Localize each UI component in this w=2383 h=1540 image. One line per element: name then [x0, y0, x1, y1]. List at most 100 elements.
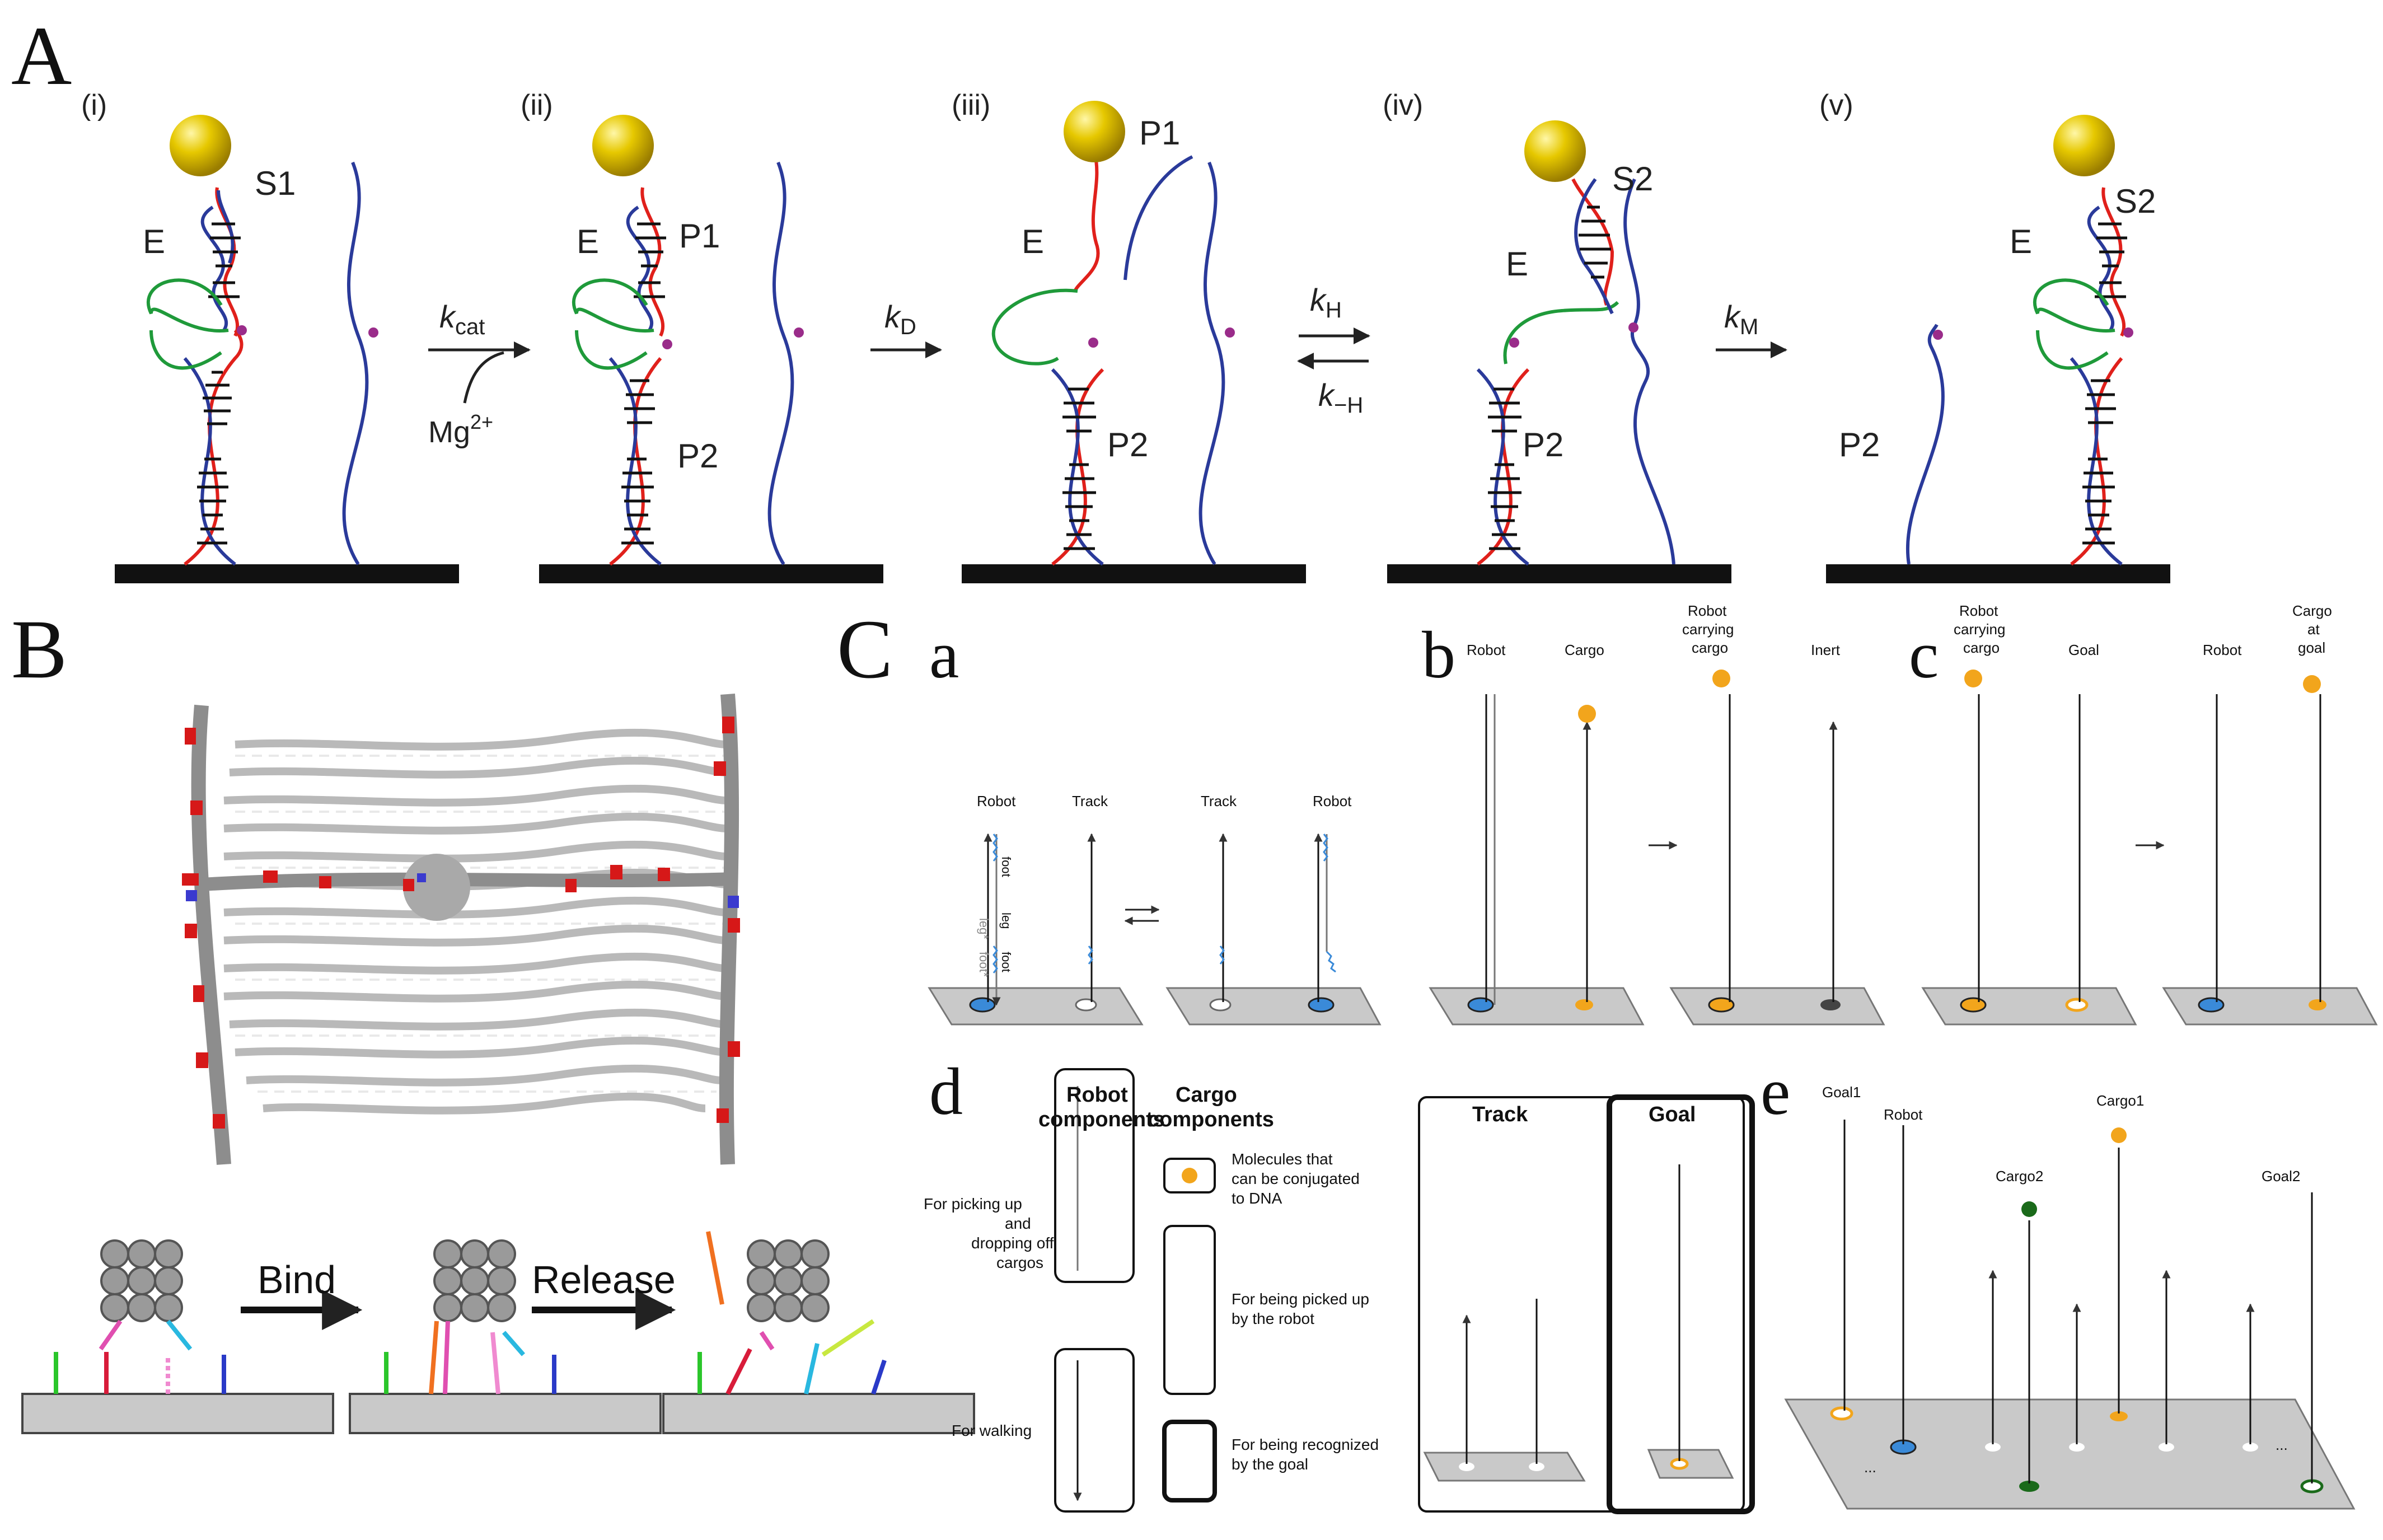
surface-iv: [1387, 564, 1731, 583]
step-ii-label: (ii): [521, 89, 553, 121]
molecules-3: to DNA: [1232, 1190, 1282, 1207]
label-s2-v: S2: [2115, 182, 2156, 220]
rate-km: kM: [1724, 299, 1758, 339]
surface-ii: [539, 564, 883, 583]
goal1-label: Goal1: [1822, 1084, 1861, 1101]
robot-components-2: components: [1038, 1108, 1165, 1131]
step-iv-label: (iv): [1383, 89, 1423, 121]
cargo1-label: Cargo1: [2096, 1092, 2144, 1109]
label-p1-ii: P1: [679, 217, 720, 255]
ca-foot-2: foot: [999, 952, 1013, 972]
label-p2-v: P2: [1839, 426, 1880, 464]
cc-rcc-2: carrying: [1954, 621, 2005, 638]
surface-i: [115, 564, 459, 583]
ca-leg-star: leg*: [977, 918, 991, 939]
rate-kd: kD: [884, 299, 916, 339]
cb-cargo-label: Cargo: [1565, 642, 1604, 658]
cb-rcc-1: Robot: [1688, 602, 1727, 619]
ca-leg: leg: [999, 912, 1013, 929]
picked-2: by the robot: [1232, 1310, 1314, 1327]
label-e-iv: E: [1506, 245, 1528, 283]
robot-components-1: Robot: [1066, 1083, 1128, 1107]
cc-robot-label: Robot: [2203, 642, 2242, 658]
panel-b-letter: B: [11, 603, 67, 696]
panel-a-letter: A: [11, 10, 72, 102]
ca-foot-star: foot*: [977, 952, 991, 977]
surface-v: [1826, 564, 2170, 583]
label-e-ii: E: [577, 223, 599, 260]
robot-label-e: Robot: [1884, 1106, 1923, 1123]
step-iv-diagram: [1476, 120, 1675, 566]
label-e-iii: E: [1022, 223, 1044, 260]
cd-diagram: [1054, 1068, 1755, 1514]
cc-diagram: [1921, 670, 2378, 1026]
ca-track-label: Track: [1072, 793, 1108, 809]
step-i-diagram: [146, 115, 378, 566]
step-iii-label: (iii): [952, 89, 990, 121]
picking-2: and: [1005, 1215, 1031, 1232]
cb-rcc-3: cargo: [1692, 639, 1728, 656]
track-heading: Track: [1472, 1103, 1528, 1126]
step-v-diagram: [1906, 115, 2133, 566]
cc-cag-3: goal: [2298, 639, 2325, 656]
cargo2-label: Cargo2: [1996, 1168, 2043, 1185]
dna-origami-image: [168, 694, 750, 1165]
ca-foot: foot: [999, 856, 1013, 877]
cc-cag-2: at: [2307, 621, 2320, 638]
cb-inert-label: Inert: [1811, 642, 1841, 658]
rate-kh: kH: [1310, 282, 1342, 322]
picking-4: cargos: [996, 1254, 1043, 1271]
label-p1-iii: P1: [1139, 114, 1180, 152]
picked-1: For being picked up: [1232, 1290, 1369, 1308]
label-p2-iv: P2: [1523, 426, 1563, 464]
label-s2-iv: S2: [1612, 160, 1653, 198]
recognized-2: by the goal: [1232, 1455, 1308, 1473]
sub-e-letter: e: [1761, 1054, 1790, 1129]
rate-kmh: k−H: [1318, 377, 1363, 418]
label-s1: S1: [255, 165, 296, 202]
cc-goal-label: Goal: [2068, 642, 2099, 658]
ce-diagram: [1784, 1120, 2356, 1510]
walking: For walking: [952, 1422, 1032, 1439]
cargo-components-1: Cargo: [1176, 1083, 1237, 1107]
step-v-label: (v): [1819, 89, 1853, 121]
step-iii-diagram: [991, 101, 1235, 566]
sub-b-letter: b: [1422, 617, 1455, 692]
picking-3: dropping off: [971, 1234, 1054, 1252]
bind-release-diagram: [21, 1231, 975, 1434]
label-p2-iii: P2: [1107, 426, 1148, 464]
picking-1: For picking up: [924, 1195, 1022, 1213]
ellipsis-2: ...: [2276, 1436, 2288, 1453]
goal-heading: Goal: [1649, 1103, 1696, 1126]
molecules-1: Molecules that: [1232, 1150, 1333, 1168]
cc-cag-1: Cargo: [2292, 602, 2332, 619]
arrow-kcat: [428, 341, 531, 404]
label-e-i: E: [143, 223, 165, 260]
cc-rcc-1: Robot: [1959, 602, 1998, 619]
step-ii-diagram: [572, 115, 804, 566]
ca-track-label-2: Track: [1201, 793, 1237, 809]
ellipsis-1: ...: [1864, 1459, 1876, 1476]
ca-diagram: [928, 833, 1382, 1026]
sub-a-letter: a: [929, 617, 959, 692]
molecules-2: can be conjugated: [1232, 1170, 1360, 1187]
sub-c-letter: c: [1909, 617, 1939, 692]
rate-kcat: kcat: [439, 299, 485, 339]
label-p2-ii: P2: [677, 437, 718, 475]
cargo-components-2: components: [1148, 1108, 1274, 1131]
release-label: Release: [532, 1258, 676, 1302]
sub-d-letter: d: [929, 1054, 963, 1129]
ca-robot-label-2: Robot: [1313, 793, 1352, 809]
cc-rcc-3: cargo: [1963, 639, 2000, 656]
cb-rcc-2: carrying: [1682, 621, 1734, 638]
goal2-label: Goal2: [2262, 1168, 2300, 1185]
panel-c-letter: C: [837, 603, 893, 696]
cb-diagram: [1429, 670, 1885, 1026]
cb-robot-label: Robot: [1467, 642, 1506, 658]
recognized-1: For being recognized: [1232, 1436, 1379, 1453]
label-e-v: E: [2010, 223, 2032, 260]
ca-robot-label: Robot: [977, 793, 1016, 809]
bind-label: Bind: [258, 1258, 336, 1302]
surface-iii: [962, 564, 1306, 583]
